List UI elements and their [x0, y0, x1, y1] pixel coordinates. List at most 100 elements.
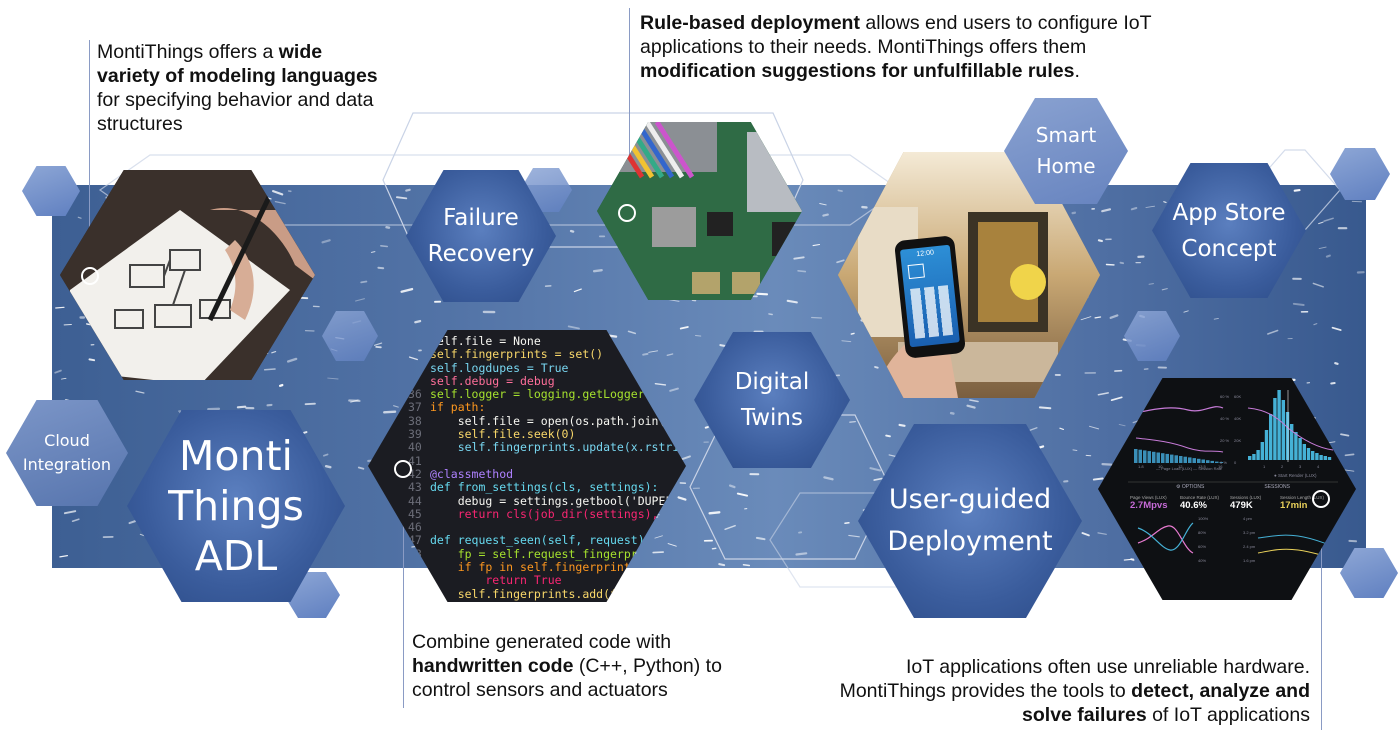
light-streak	[768, 313, 773, 316]
light-streak	[573, 288, 582, 293]
caption-bold: detect, analyze and solve failures	[1022, 680, 1310, 726]
caption-text: .	[1074, 60, 1080, 82]
light-streak	[677, 496, 687, 501]
caption-failures: IoT applications often use unreliable ha…	[830, 655, 1310, 727]
dash-bar-left	[1179, 456, 1183, 463]
light-streak	[374, 342, 383, 346]
leader-failures	[1321, 500, 1322, 730]
light-streak	[742, 563, 751, 567]
code-line: 41	[408, 453, 686, 468]
dash-bar-left	[1147, 451, 1151, 463]
caption-rules: Rule-based deployment allows end users t…	[640, 11, 1180, 83]
light-streak	[718, 563, 726, 567]
metric-sessions: Sessions (LUX) 479K	[1230, 495, 1280, 511]
light-streak	[844, 522, 850, 525]
dash-tick-label: 0 %	[1220, 460, 1227, 465]
light-streak	[408, 356, 418, 361]
line-number: 40	[408, 440, 422, 455]
dash-bar-left	[1215, 461, 1219, 463]
light-streak	[648, 350, 659, 353]
caption-text: MontiThings offers a	[97, 41, 279, 63]
line-number: 41	[408, 453, 422, 468]
hex-user-guided-deployment[interactable]: User-guided Deployment	[858, 424, 1082, 618]
code-line: self.file = None	[408, 334, 686, 348]
board-photo	[597, 122, 802, 300]
phone: 12:00	[893, 235, 967, 359]
light-streak	[1109, 314, 1119, 319]
light-streak	[680, 455, 691, 461]
dash-tick-label: 40 %	[1220, 416, 1230, 421]
dash-bar-right	[1315, 453, 1319, 460]
light-streak	[819, 203, 827, 206]
dash-bar-left	[1134, 449, 1138, 463]
dash-bar-left	[1206, 460, 1210, 463]
metric-label: Bounce Rate (LUX)	[1180, 495, 1220, 500]
light-streak	[263, 368, 276, 371]
dash-bar-left	[1161, 453, 1165, 463]
light-streak	[1130, 558, 1135, 562]
light-streak	[370, 251, 376, 253]
line-number: 45	[408, 506, 422, 521]
light-streak	[1148, 283, 1154, 285]
dash-bar-right	[1252, 454, 1256, 460]
light-streak	[383, 410, 397, 414]
line-number: 43	[408, 480, 422, 495]
light-streak	[888, 454, 897, 458]
light-streak	[724, 524, 736, 531]
code-line: 44 debug = settings.getbool('DUPEFILTER_…	[408, 493, 686, 508]
light-streak	[704, 426, 709, 429]
dash-bar-right	[1319, 455, 1323, 460]
dash-tick-label: 4 pm	[1243, 516, 1252, 521]
sketch-photo	[60, 170, 315, 380]
light-streak	[1101, 463, 1113, 466]
code-line: 46	[408, 520, 686, 534]
metric-value: 17min	[1280, 500, 1308, 511]
dash-bar-right	[1260, 442, 1264, 460]
dash-legend-a: — Page Load (LUX) — Session Rate	[1156, 466, 1223, 471]
light-streak	[667, 543, 677, 547]
hex-label: Digital Twins	[734, 369, 810, 431]
light-streak	[1110, 396, 1123, 402]
dash-tick-label: 2.4 pm	[1243, 544, 1256, 549]
dash-bar-left	[1183, 456, 1187, 463]
light-streak	[711, 547, 717, 550]
light-streak	[1101, 208, 1112, 213]
hex-failure-recovery[interactable]: Failure Recovery	[406, 170, 556, 302]
deco-hex-right-top	[1330, 148, 1390, 200]
code-text: return cls(job_dir(settings), debug)	[430, 506, 686, 521]
light-streak	[88, 358, 96, 362]
light-streak	[393, 405, 399, 408]
light-streak	[1097, 392, 1109, 396]
light-streak	[627, 330, 637, 335]
light-streak	[377, 266, 385, 270]
code-text: def request_seen(self, request):	[430, 533, 652, 548]
code-line: self.debug = debug	[408, 374, 686, 388]
dash-head-left: ⚙ OPTIONS	[1176, 484, 1205, 490]
deco-hex-mid	[322, 311, 378, 361]
light-streak	[848, 534, 860, 538]
light-streak	[271, 351, 277, 354]
light-streak	[1318, 246, 1327, 250]
light-streak	[135, 390, 145, 394]
dash-bar-right	[1302, 444, 1306, 460]
light-streak	[61, 377, 67, 380]
code-text: self.fingerprints.update(x.rstrip() for …	[457, 440, 686, 455]
line-number: 37	[408, 400, 422, 415]
dashboard-photo: — Page Load (LUX) — Session Rate ● Start…	[1098, 378, 1356, 600]
line-number: 44	[408, 493, 422, 508]
dashboard-marker	[1312, 490, 1330, 508]
dash-tick-label: 20K	[1234, 438, 1242, 443]
code-text: self.fingerprints.add(fp)	[430, 586, 631, 601]
dash-tick-label: 4	[1317, 464, 1320, 469]
code-marker	[394, 460, 412, 478]
light-streak	[654, 383, 667, 386]
light-streak	[1313, 323, 1318, 326]
metric-value: 2.7Mpvs	[1130, 500, 1168, 511]
app-grid	[910, 285, 954, 339]
hex-label: Monti Things ADL	[168, 432, 304, 580]
metric-value: 479K	[1230, 500, 1253, 511]
code-line: 39 self.file.seek(0)	[408, 427, 686, 441]
dash-bar-left	[1197, 458, 1201, 463]
